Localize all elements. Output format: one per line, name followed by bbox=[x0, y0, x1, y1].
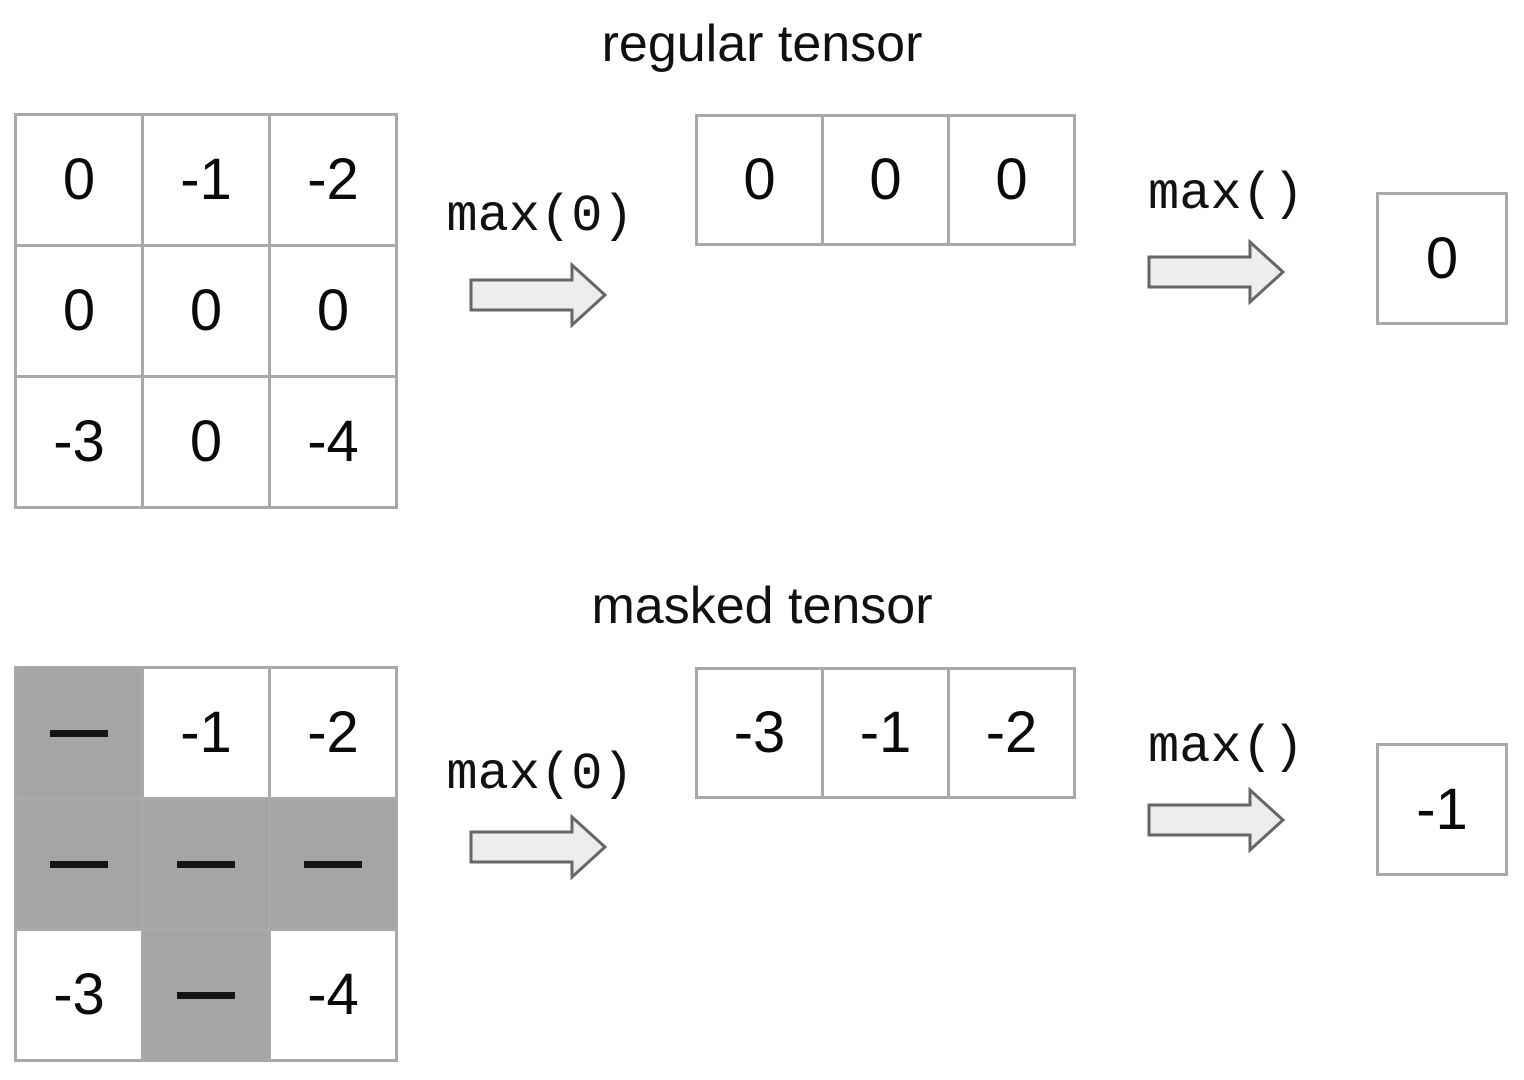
matrix-cell: -1 bbox=[144, 116, 268, 244]
op-label-max-masked: max() bbox=[1147, 718, 1305, 777]
mask-dash-icon bbox=[177, 991, 235, 999]
regular-scalar-result: 0 bbox=[1376, 192, 1508, 325]
matrix-cell: 0 bbox=[824, 117, 947, 243]
masked-row-result: -3-1-2 bbox=[695, 667, 1076, 799]
mask-dash-icon bbox=[50, 860, 108, 868]
matrix-cell: -2 bbox=[271, 116, 395, 244]
masked-cell bbox=[144, 931, 268, 1059]
op-label-max-regular: max() bbox=[1147, 165, 1305, 224]
arrow-right-icon bbox=[469, 262, 609, 328]
matrix-cell: -3 bbox=[698, 670, 821, 796]
matrix-cell: 0 bbox=[17, 247, 141, 375]
masked-cell bbox=[17, 669, 141, 797]
matrix-cell: -4 bbox=[271, 378, 395, 506]
matrix-cell: 0 bbox=[144, 378, 268, 506]
matrix-cell: -2 bbox=[271, 669, 395, 797]
section-title-regular: regular tensor bbox=[601, 15, 923, 73]
matrix-cell: -3 bbox=[17, 931, 141, 1059]
arrow-right-icon bbox=[1147, 239, 1287, 305]
matrix-cell: -1 bbox=[824, 670, 947, 796]
matrix-cell: 0 bbox=[17, 116, 141, 244]
masked-cell bbox=[17, 800, 141, 928]
matrix-cell: 0 bbox=[271, 247, 395, 375]
arrow-right-icon bbox=[469, 814, 609, 880]
op-label-max0-regular: max(0) bbox=[446, 187, 634, 246]
matrix-cell: 0 bbox=[698, 117, 821, 243]
mask-dash-icon bbox=[304, 860, 362, 868]
mask-dash-icon bbox=[177, 860, 235, 868]
matrix-cell: -1 bbox=[144, 669, 268, 797]
mask-dash-icon bbox=[50, 729, 108, 737]
matrix-cell: -3 bbox=[17, 378, 141, 506]
matrix-cell: -4 bbox=[271, 931, 395, 1059]
section-title-masked: masked tensor bbox=[591, 577, 933, 635]
masked-input-matrix: -1-2 -3 -4 bbox=[14, 666, 398, 1062]
matrix-cell: 0 bbox=[144, 247, 268, 375]
matrix-cell: 0 bbox=[950, 117, 1073, 243]
masked-cell bbox=[271, 800, 395, 928]
op-label-max0-masked: max(0) bbox=[446, 745, 634, 804]
masked-scalar-result: -1 bbox=[1376, 743, 1508, 876]
matrix-cell: -2 bbox=[950, 670, 1073, 796]
masked-cell bbox=[144, 800, 268, 928]
arrow-right-icon bbox=[1147, 787, 1287, 853]
